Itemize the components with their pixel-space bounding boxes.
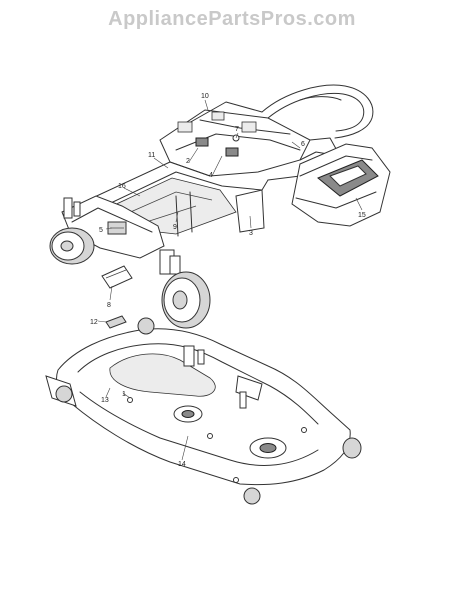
callout-2: 2 bbox=[186, 158, 190, 165]
callout-1: 1 bbox=[122, 391, 126, 398]
site-watermark: AppliancePartsPros.com bbox=[108, 8, 356, 30]
callout-4: 4 bbox=[209, 172, 213, 179]
callout-8: 8 bbox=[107, 302, 111, 309]
callout-6: 6 bbox=[301, 141, 305, 148]
callout-12: 12 bbox=[90, 319, 98, 326]
leader-lines bbox=[97, 99, 363, 461]
callout-14: 14 bbox=[178, 461, 186, 468]
mower-deck bbox=[45, 317, 362, 505]
callout-3: 3 bbox=[249, 230, 253, 237]
callout-13: 13 bbox=[101, 397, 109, 404]
chassis-frame bbox=[61, 84, 374, 259]
callout-5: 5 bbox=[99, 227, 103, 234]
callout-labels: 10 7 2 4 6 11 16 9 5 3 15 8 12 1 13 14 bbox=[90, 93, 366, 468]
callout-15: 15 bbox=[358, 212, 366, 219]
callout-7: 7 bbox=[235, 126, 239, 133]
callout-9: 9 bbox=[173, 224, 177, 231]
callout-16: 16 bbox=[118, 183, 126, 190]
front-right-caster-wheel bbox=[159, 249, 211, 329]
callout-10: 10 bbox=[201, 93, 209, 100]
loose-parts bbox=[101, 265, 133, 329]
callout-11: 11 bbox=[148, 152, 155, 159]
rear-engine-cover bbox=[291, 143, 391, 227]
front-left-caster-wheel bbox=[49, 227, 95, 265]
